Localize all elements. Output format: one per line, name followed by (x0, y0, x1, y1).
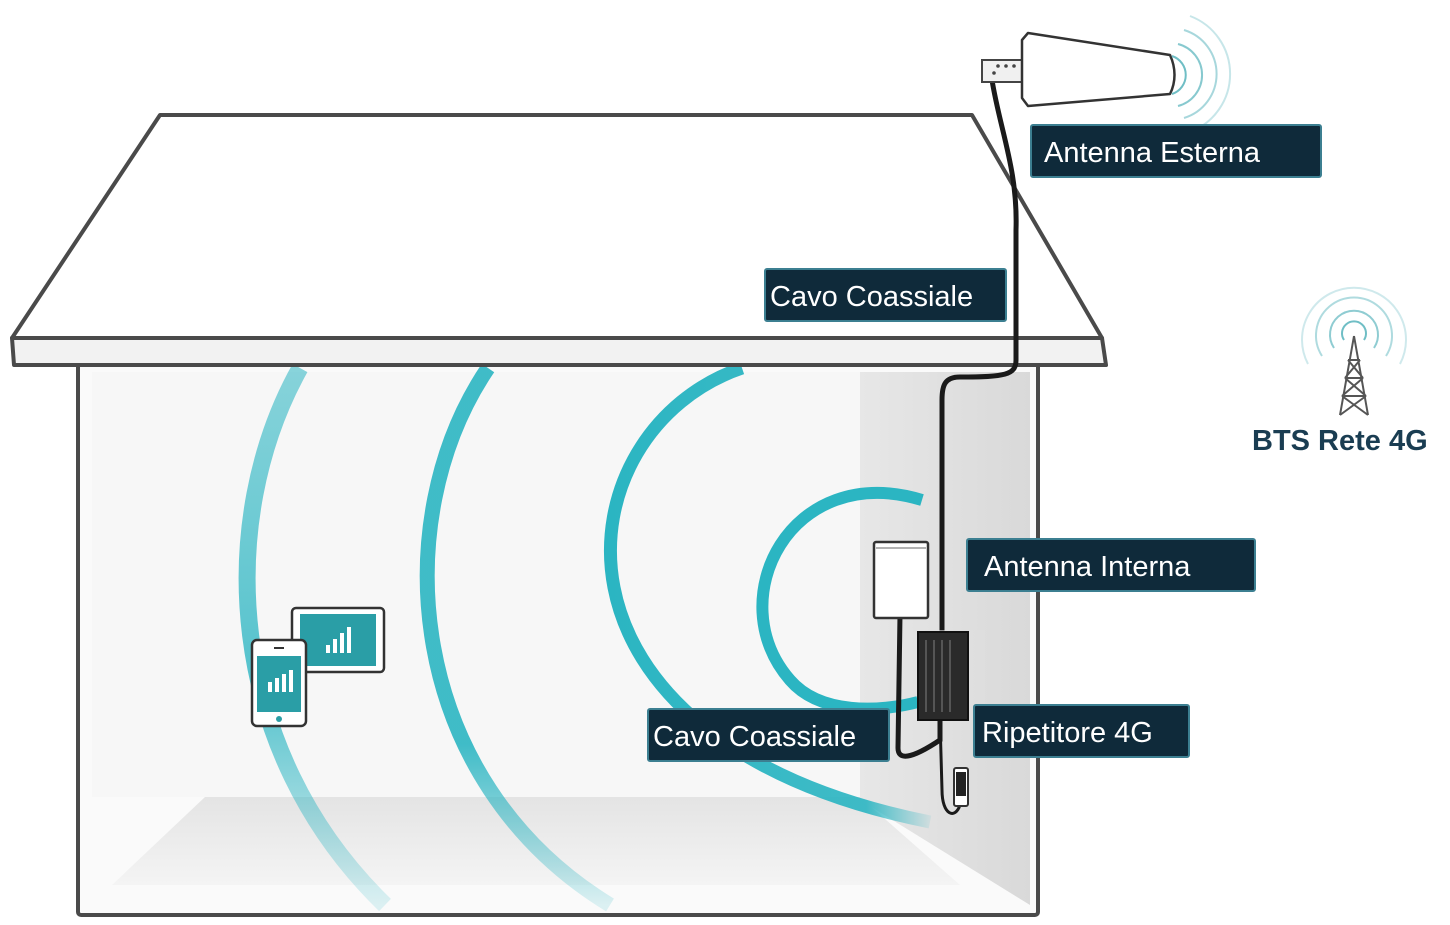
power-cable (938, 718, 962, 815)
coax-cable-label-top: Cavo Coassiale (764, 268, 1007, 322)
coax-cable-label-bottom: Cavo Coassiale (647, 708, 890, 762)
roof (10, 113, 1108, 367)
indoor-antenna-label: Antenna Interna (966, 538, 1256, 592)
cell-tower-icon (1301, 286, 1407, 416)
repeater-label: Ripetitore 4G (973, 704, 1190, 758)
outdoor-antenna-icon (981, 15, 1232, 133)
indoor-antenna-icon (872, 540, 930, 620)
outdoor-antenna-label: Antenna Esterna (1030, 124, 1322, 178)
house (76, 358, 1040, 917)
power-adapter-icon (953, 767, 969, 807)
coax-cable (939, 77, 1019, 643)
tablet-icon (290, 606, 386, 674)
bts-label: BTS Rete 4G (1252, 425, 1428, 457)
smartphone-icon (250, 638, 308, 728)
